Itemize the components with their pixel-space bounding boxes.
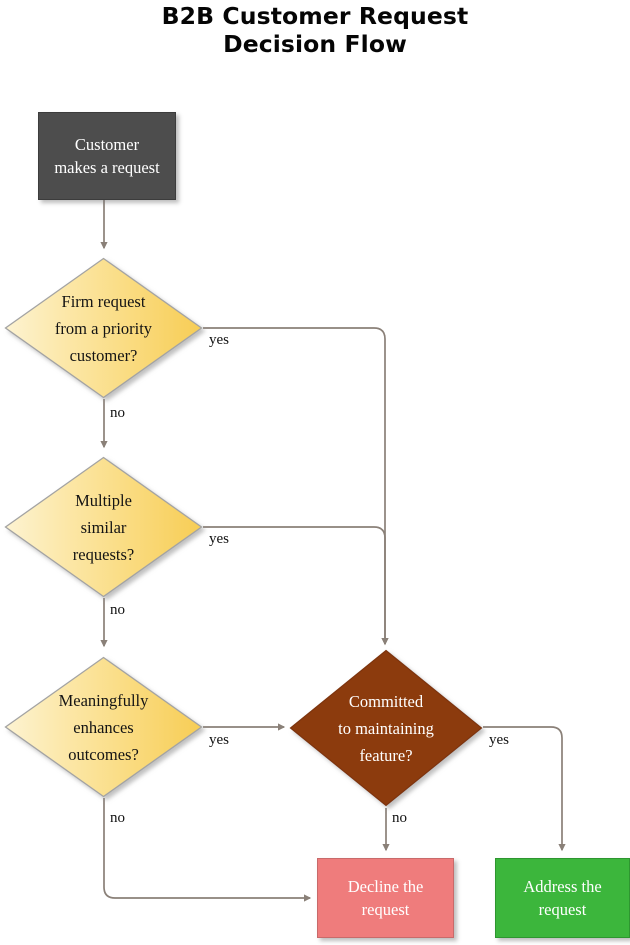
edge-label-committed-yes: yes [489, 732, 509, 748]
node-start[interactable]: Customer makes a request [38, 112, 176, 200]
title-line-2: Decision Flow [223, 30, 407, 58]
node-start-label: Customer makes a request [54, 135, 160, 177]
edge-label-firm-yes: yes [209, 332, 229, 348]
diamond-shape [289, 649, 483, 807]
edge-label-committed-no: no [392, 810, 407, 826]
edge-committed-yes-to-address [483, 726, 566, 852]
edge-label-meaningfully-yes: yes [209, 732, 229, 748]
diamond-shape [4, 456, 203, 598]
edge-firm-yes-to-committed [203, 327, 389, 646]
diamond-shape [4, 257, 203, 399]
node-multiple-similar[interactable]: Multiple similar requests? [4, 456, 203, 598]
diamond-shape [4, 656, 203, 798]
node-address-label: Address the request [523, 877, 602, 919]
node-committed[interactable]: Committed to maintaining feature? [289, 649, 483, 807]
node-address[interactable]: Address the request [495, 858, 630, 938]
node-meaningfully-enhances[interactable]: Meaningfully enhances outcomes? [4, 656, 203, 798]
edge-label-meaningfully-no: no [110, 810, 125, 826]
node-firm-request[interactable]: Firm request from a priority customer? [4, 257, 203, 399]
node-decline[interactable]: Decline the request [317, 858, 454, 938]
page-title: B2B Customer Request Decision Flow [0, 2, 630, 58]
edge-label-firm-no: no [110, 405, 125, 421]
edge-label-multiple-yes: yes [209, 531, 229, 547]
edge-label-multiple-no: no [110, 602, 125, 618]
edge-meaningfully-no-to-decline [103, 798, 312, 902]
edge-multiple-yes-to-committed [203, 526, 389, 646]
node-decline-label: Decline the request [347, 877, 424, 919]
title-line-1: B2B Customer Request [161, 2, 469, 30]
